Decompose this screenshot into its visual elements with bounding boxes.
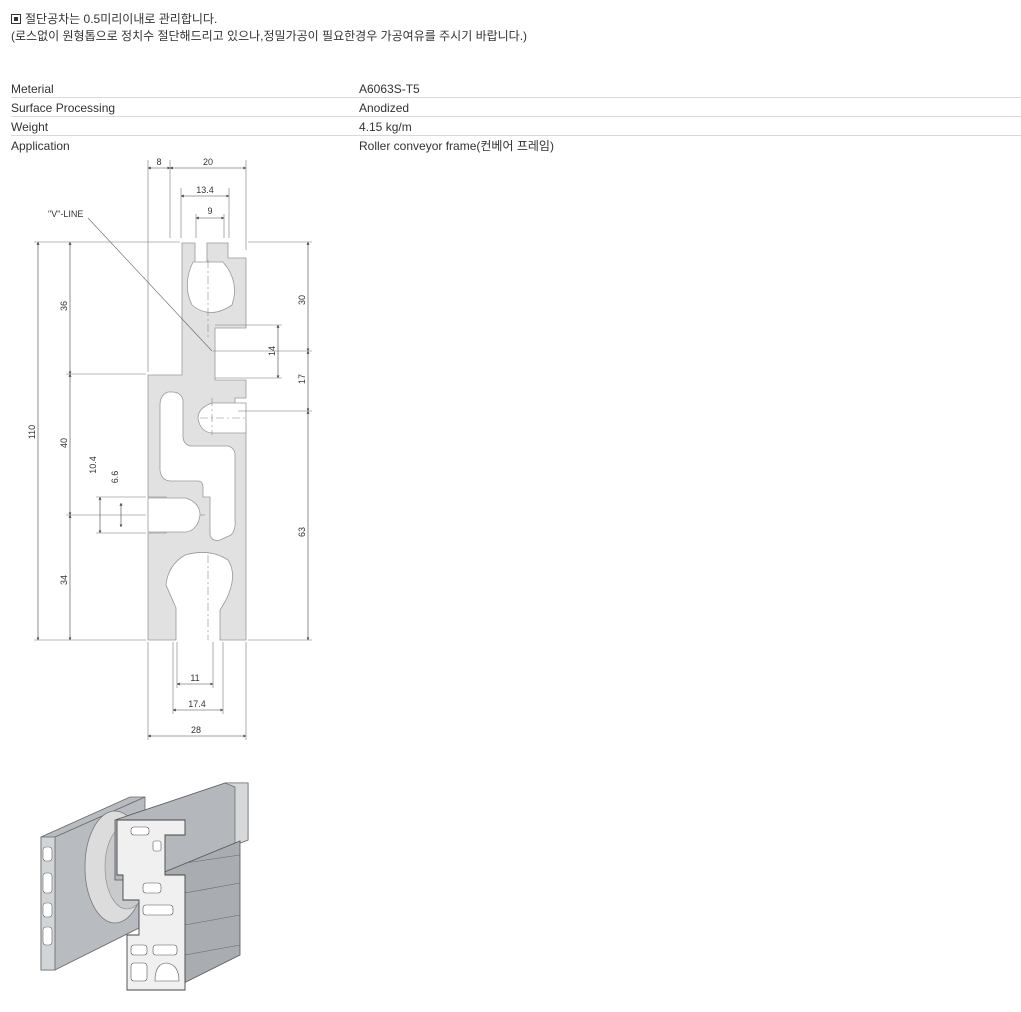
profile-cross-section [147,242,247,641]
dimension-lines [36,166,310,738]
spec-row-material: Meterial A6063S-T5 [11,79,1021,98]
dim-label: 34 [59,575,69,585]
spec-label: Weight [11,116,359,136]
dim-label: 28 [191,725,201,735]
dim-label: 40 [59,438,69,448]
dim-label: 9 [207,206,212,216]
dim-label: 110 [27,425,37,439]
dim-label: 17.4 [188,699,206,709]
dim-label: 20 [203,157,213,167]
spec-row-application: Application Roller conveyor frame(컨베어 프레… [11,136,1021,155]
notice-line-1: 절단공차는 0.5미리이내로 관리합니다. [11,11,527,28]
dim-label: 30 [297,295,307,305]
v-line-leader [87,217,213,352]
dim-label: 36 [59,301,69,311]
dim-label: 17 [297,374,307,384]
spec-label: Application [11,139,70,153]
dim-label: 13.4 [196,185,214,195]
dim-label: 6.6 [110,471,120,484]
v-line-label: "V"-LINE [48,209,83,219]
profile-technical-drawing: 8 20 13.4 9 "V"-LINE 110 36 40 34 10.4 6… [27,157,312,740]
spec-row-weight: Weight 4.15 kg/m [11,116,1021,136]
spec-value: 4.15 kg/m [359,116,1021,136]
spec-row-surface: Surface Processing Anodized [11,97,1021,117]
dim-label: 14 [267,346,277,356]
notice-line-2: (로스없이 원형톱으로 정치수 절단해드리고 있으나,정밀가공이 필요한경우 가… [11,29,528,43]
cutting-notice: 절단공차는 0.5미리이내로 관리합니다. (로스없이 원형톱으로 정치수 절단… [11,11,527,45]
spec-table: Meterial A6063S-T5 Surface Processing An… [11,79,1021,154]
dim-label: 8 [156,157,161,167]
spec-label: Surface Processing [11,97,359,117]
dim-label: 63 [297,527,307,537]
dim-label: 11 [190,673,199,683]
spec-value: Roller conveyor frame(컨베어 프레임) [359,139,554,153]
dim-label: 10.4 [88,456,98,474]
spec-label: Meterial [11,79,359,98]
dimension-labels: 8 20 13.4 9 "V"-LINE 110 36 40 34 10.4 6… [27,157,307,735]
spec-value: A6063S-T5 [359,79,1021,98]
spec-value: Anodized [359,97,1021,117]
bullet-square-icon [11,14,21,24]
center-lines [200,260,246,640]
conveyor-frame-3d-render [40,782,249,991]
